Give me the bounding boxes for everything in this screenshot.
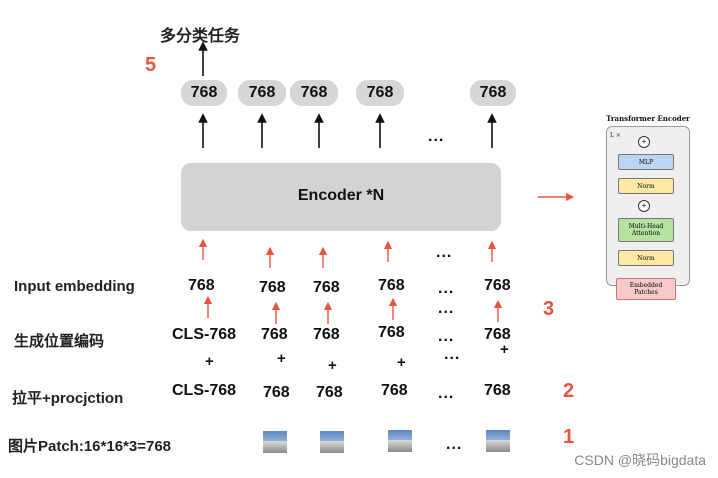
residual-add-icon: + xyxy=(638,136,650,148)
patch-image xyxy=(320,431,344,453)
embedded-patches-block: Embedded Patches xyxy=(616,278,676,300)
patch-label: 图片Patch:16*16*3=768 xyxy=(8,438,172,455)
plus-sign: + xyxy=(277,350,286,367)
position-embedding-arrows xyxy=(203,295,503,324)
encoder-ellipsis: ... xyxy=(436,244,453,261)
encoder-output-arrows xyxy=(198,113,497,148)
projection-value: 768 xyxy=(381,382,408,399)
plus-sign: + xyxy=(500,341,509,358)
task-label: 多分类任务 xyxy=(160,28,241,45)
output-token: 768 xyxy=(238,80,286,106)
mlp-block: MLP xyxy=(618,154,674,170)
patch-ellipsis: ... xyxy=(446,436,463,453)
position-encoding-label: 生成位置编码 xyxy=(14,333,105,350)
attention-block: Multi-Head Attention xyxy=(618,218,674,242)
step-number-3: 3 xyxy=(543,298,555,320)
position-value: CLS-768 xyxy=(172,326,237,343)
step-number-2: 2 xyxy=(563,380,575,402)
projection-value: 768 xyxy=(316,384,343,401)
position-ellipsis-2: ... xyxy=(444,346,461,363)
plus-sign: + xyxy=(328,357,337,374)
projection-value: 768 xyxy=(484,382,511,399)
plus-sign: + xyxy=(397,354,406,371)
step-number-5: 5 xyxy=(145,54,157,76)
projection-value: CLS-768 xyxy=(172,382,237,399)
embedding-ellipsis-2: ... xyxy=(438,300,455,317)
output-ellipsis: ... xyxy=(428,128,445,145)
watermark: CSDN @晓码bigdata xyxy=(574,452,706,468)
patch-image xyxy=(388,430,412,452)
embedding-value: 768 xyxy=(188,277,215,294)
output-token: 768 xyxy=(470,80,516,106)
position-ellipsis: ... xyxy=(438,328,455,345)
output-token: 768 xyxy=(181,80,227,106)
input-embedding-label: Input embedding xyxy=(14,278,135,295)
repeat-label: L × xyxy=(610,132,621,139)
projection-ellipsis: ... xyxy=(438,385,455,402)
embedding-value: 768 xyxy=(313,279,340,296)
flatten-projection-label: 拉平+procjction xyxy=(12,390,124,407)
output-token: 768 xyxy=(290,80,338,106)
step-number-1: 1 xyxy=(563,426,575,448)
encoder-block: Encoder *N xyxy=(181,163,501,231)
embedding-value: 768 xyxy=(378,277,405,294)
projection-value: 768 xyxy=(263,384,290,401)
transformer-encoder-inset: Transformer Encoder L × + MLP Norm + Mul… xyxy=(598,112,698,302)
patch-image xyxy=(486,430,510,452)
norm-block: Norm xyxy=(618,178,674,194)
position-value: 768 xyxy=(484,326,511,343)
output-token: 768 xyxy=(356,80,404,106)
encoder-label: Encoder *N xyxy=(297,187,385,204)
patch-image xyxy=(263,431,287,453)
embedding-value: 768 xyxy=(259,279,286,296)
plus-sign: + xyxy=(205,353,214,370)
embedding-value: 768 xyxy=(484,277,511,294)
transformer-encoder-title: Transformer Encoder xyxy=(606,114,690,123)
norm-block: Norm xyxy=(618,250,674,266)
residual-add-icon: + xyxy=(638,200,650,212)
position-value: 768 xyxy=(261,326,288,343)
position-value: 768 xyxy=(378,324,405,341)
position-value: 768 xyxy=(313,326,340,343)
embedding-ellipsis: ... xyxy=(438,280,455,297)
